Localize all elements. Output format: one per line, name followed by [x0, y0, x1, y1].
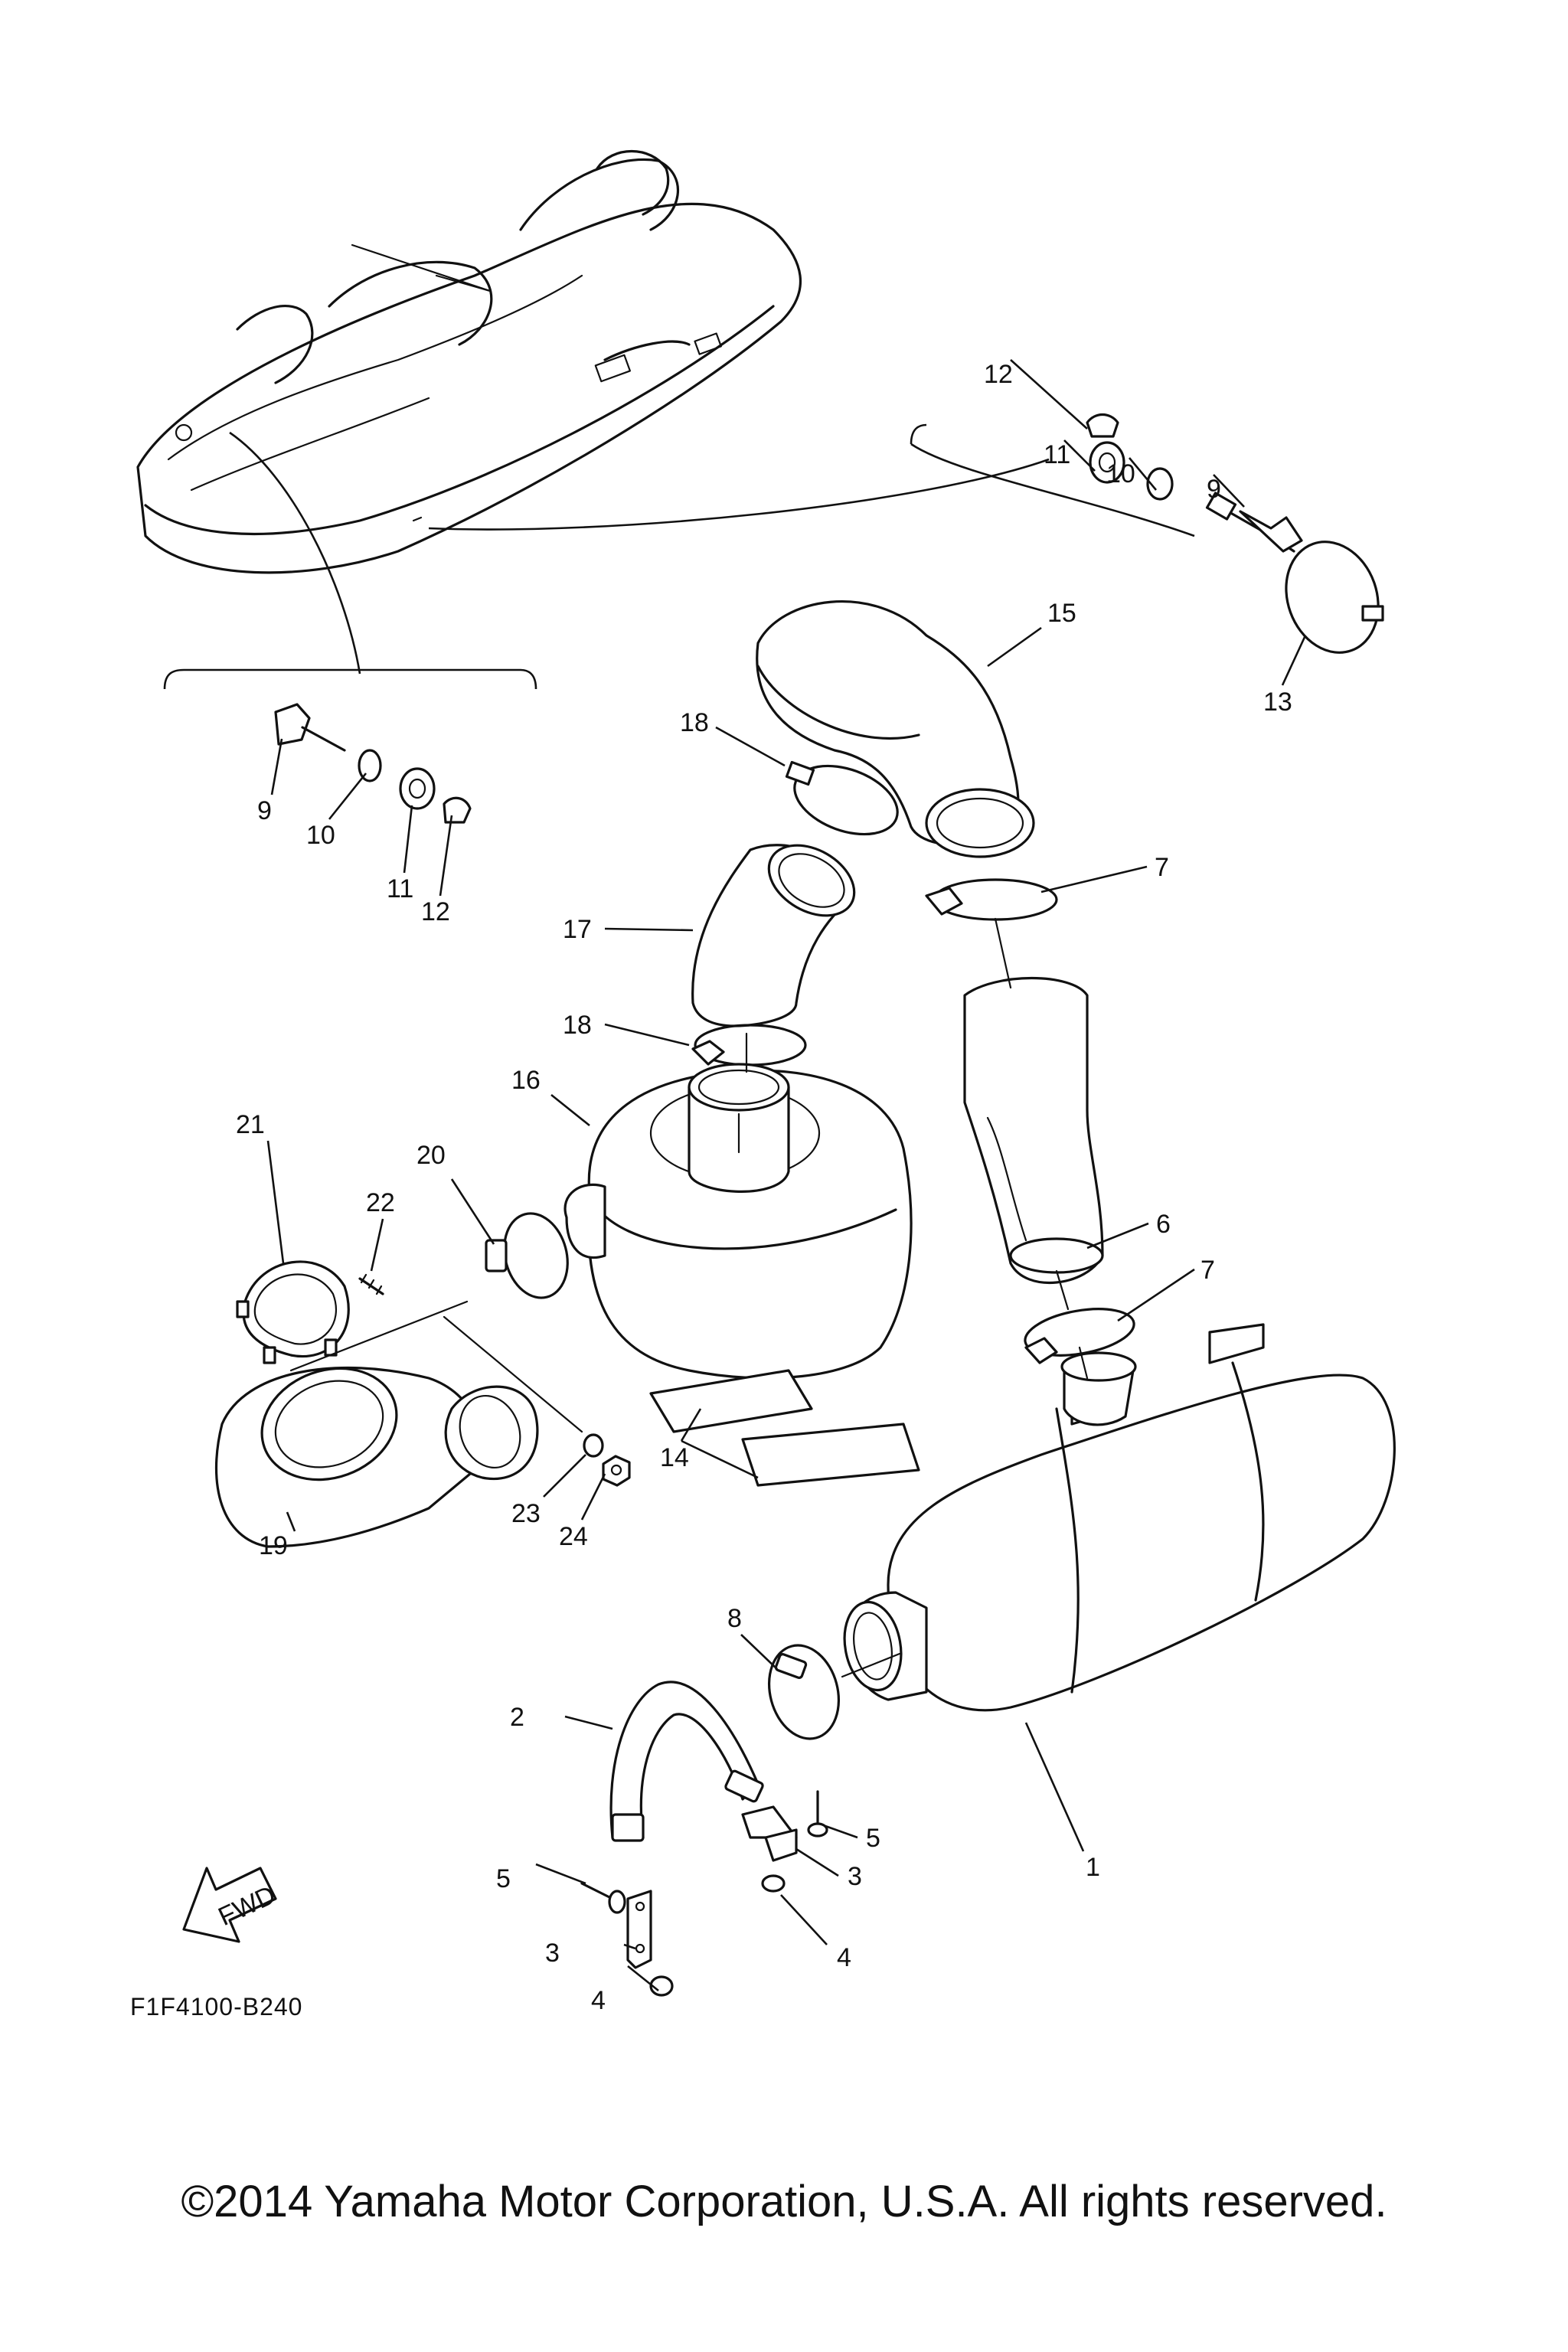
hose-clamp-20 — [485, 1212, 569, 1299]
callout-leaders — [266, 359, 1307, 1992]
bolt-22 — [358, 1273, 384, 1295]
callout-13: 13 — [1263, 688, 1292, 717]
callout-7-top: 7 — [1155, 853, 1169, 882]
callout-18-top: 18 — [680, 708, 709, 737]
callout-8: 8 — [727, 1604, 742, 1633]
elbow-hose-17 — [691, 844, 856, 1027]
muffler-band-2 — [609, 1681, 764, 1842]
pads-14 — [649, 1369, 920, 1487]
callout-3-left: 3 — [545, 1939, 560, 1968]
outlet-duct-19 — [214, 1300, 482, 1548]
callout-7-lower: 7 — [1200, 1256, 1215, 1285]
callout-23: 23 — [511, 1499, 541, 1528]
hose-clamp-18-lower — [691, 1024, 807, 1067]
callout-6: 6 — [1156, 1210, 1171, 1239]
callout-10-left: 10 — [306, 821, 335, 850]
callout-1: 1 — [1086, 1853, 1100, 1882]
callout-18-lower: 18 — [563, 1011, 592, 1040]
callout-4-left: 4 — [591, 1986, 606, 2015]
drawing-code: F1F4100-B240 — [130, 1993, 302, 2020]
callout-21: 21 — [236, 1110, 265, 1139]
elbow-hose-15 — [756, 600, 1035, 858]
callout-2: 2 — [510, 1703, 524, 1732]
nut-24 — [602, 1455, 631, 1487]
washer-4-left — [649, 1975, 674, 1997]
callout-3-right: 3 — [848, 1862, 862, 1891]
assembly-guide-lines — [737, 917, 1089, 1678]
drain-plug-right — [1086, 413, 1303, 553]
drain-plug-left — [274, 703, 472, 824]
callout-20: 20 — [416, 1141, 446, 1170]
water-lock-16 — [564, 1063, 913, 1380]
callout-9-right: 9 — [1207, 475, 1221, 504]
fwd-arrow: FWD — [182, 1867, 280, 1943]
duct-flange-plate — [443, 1315, 583, 1481]
hose-clamp-18-top — [785, 760, 899, 836]
bracket-3-right — [741, 1805, 798, 1862]
bracket-3-left — [626, 1890, 652, 1969]
muffler-1 — [843, 1323, 1396, 1712]
callout-12-right: 12 — [984, 360, 1013, 389]
callout-11-left: 11 — [387, 874, 413, 903]
watercraft-outline — [136, 149, 802, 574]
washer-4-right — [761, 1874, 786, 1893]
hose-clamp-8 — [767, 1644, 841, 1740]
callout-10-right: 10 — [1106, 459, 1135, 488]
callout-17: 17 — [563, 915, 592, 944]
flange-21 — [236, 1260, 350, 1364]
screw-5-left — [580, 1882, 626, 1914]
callout-12-left: 12 — [421, 897, 450, 926]
location-leaders — [163, 423, 1195, 690]
callout-5-left: 5 — [496, 1864, 511, 1893]
screw-5-right — [807, 1790, 828, 1838]
washer-23 — [583, 1433, 604, 1458]
callout-16: 16 — [511, 1066, 541, 1095]
callout-11-right: 11 — [1044, 440, 1070, 469]
callout-14: 14 — [660, 1443, 689, 1472]
callout-24: 24 — [559, 1522, 588, 1551]
callout-numbers: 1 2 3 3 4 4 5 5 6 7 7 8 9 9 10 10 11 11 … — [236, 360, 1292, 2015]
callout-4-right: 4 — [837, 1943, 851, 1972]
callout-19: 19 — [259, 1531, 288, 1560]
band-clamp-13 — [1285, 541, 1384, 654]
hose-6 — [963, 976, 1104, 1285]
callout-5-right: 5 — [866, 1824, 880, 1853]
callout-22: 22 — [366, 1188, 395, 1217]
callout-9-left: 9 — [257, 796, 272, 825]
callout-15: 15 — [1047, 599, 1076, 628]
hose-clamp-7-top — [925, 878, 1058, 921]
copyright-notice: ©2014 Yamaha Motor Corporation, U.S.A. A… — [181, 2177, 1387, 2226]
